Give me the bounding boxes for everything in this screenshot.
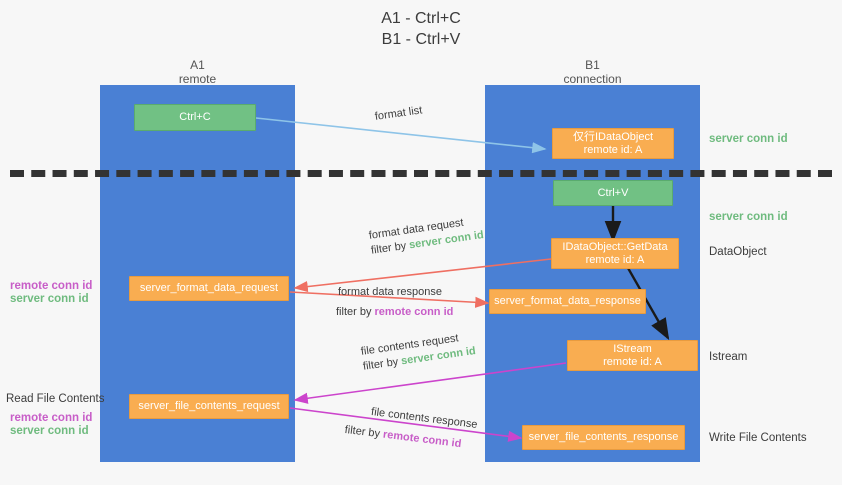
right-label-server-conn-id-mid: server conn id [709, 211, 788, 223]
node-clipboard-dataobject-line2: remote id: A [583, 143, 643, 156]
title-line-2: B1 - Ctrl+V [381, 31, 461, 48]
lane-a1-sub: remote [178, 72, 217, 86]
arrow-format-list [255, 117, 547, 154]
node-getdata-line2: remote id: A [585, 253, 645, 266]
right-label-istream: Istream [709, 351, 748, 363]
node-server-format-data-response-label: server_format_data_response [494, 295, 641, 307]
node-server-file-contents-response-label: server_file_contents_response [528, 431, 679, 443]
arrow-format-data-request [293, 258, 552, 293]
left-label-remote-conn-id-2: remote conn id [10, 412, 93, 424]
phase-separator [10, 170, 832, 177]
left-label-remote-conn-id-1: remote conn id [10, 280, 93, 292]
arrow-file-contents-request [293, 362, 567, 404]
node-getdata-line1: IDataObject::GetData [562, 240, 668, 253]
right-label-server-conn-id-top: server conn id [709, 133, 788, 145]
node-ctrl-c[interactable]: Ctrl+C [134, 104, 256, 131]
title-line-1: A1 - Ctrl+C [381, 10, 461, 27]
left-label-server-conn-id-1: server conn id [10, 293, 89, 305]
node-istream-line1: IStream [613, 342, 652, 355]
arrow-file-contents-response [289, 407, 523, 442]
node-getdata[interactable]: IDataObject::GetData remote id: A [551, 238, 679, 269]
lane-b1-name: B1 [585, 58, 600, 72]
annotation-format-data-response: format data response filter by remote co… [336, 285, 453, 320]
filter-prefix: filter by [344, 423, 384, 441]
node-istream[interactable]: IStream remote id: A [567, 340, 698, 371]
right-label-dataobject: DataObject [709, 246, 767, 258]
node-istream-line2: remote id: A [603, 355, 662, 368]
lane-header-a1: A1 remote [100, 58, 295, 86]
node-server-format-data-response[interactable]: server_format_data_response [489, 289, 646, 314]
left-label-read-file-contents: Read File Contents [6, 393, 105, 405]
lane-b1-sub: connection [563, 72, 622, 86]
lane-a1-name: A1 [190, 58, 205, 72]
node-clipboard-dataobject[interactable]: 仅行IDataObject remote id: A [552, 128, 674, 159]
annotation-format-data-response-text: format data response [338, 286, 442, 298]
filter-value-remote-conn-id: remote conn id [374, 306, 454, 318]
node-server-file-contents-response[interactable]: server_file_contents_response [522, 425, 685, 450]
lane-header-b1: B1 connection [485, 58, 700, 86]
node-ctrl-v-label: Ctrl+V [597, 186, 629, 199]
filter-prefix: filter by [336, 306, 375, 318]
node-server-format-data-request-label: server_format_data_request [139, 282, 279, 294]
filter-prefix: filter by [362, 355, 403, 373]
node-clipboard-dataobject-line1: 仅行IDataObject [572, 130, 654, 143]
node-server-format-data-request[interactable]: server_format_data_request [129, 276, 289, 301]
right-label-write-file-contents: Write File Contents [709, 432, 807, 444]
node-server-file-contents-request-label: server_file_contents_request [138, 400, 280, 412]
filter-prefix: filter by [370, 239, 411, 257]
arrow-format-data-response [289, 291, 490, 308]
annotation-format-data-response-filter: filter by remote conn id [336, 305, 453, 320]
arrow-getdata-to-istream [626, 267, 670, 341]
node-server-file-contents-request[interactable]: server_file_contents_request [129, 394, 289, 419]
left-label-server-conn-id-2: server conn id [10, 425, 89, 437]
node-ctrl-v[interactable]: Ctrl+V [553, 180, 673, 206]
diagram-title: A1 - Ctrl+C B1 - Ctrl+V [0, 8, 842, 50]
node-ctrl-c-label: Ctrl+C [179, 111, 211, 123]
